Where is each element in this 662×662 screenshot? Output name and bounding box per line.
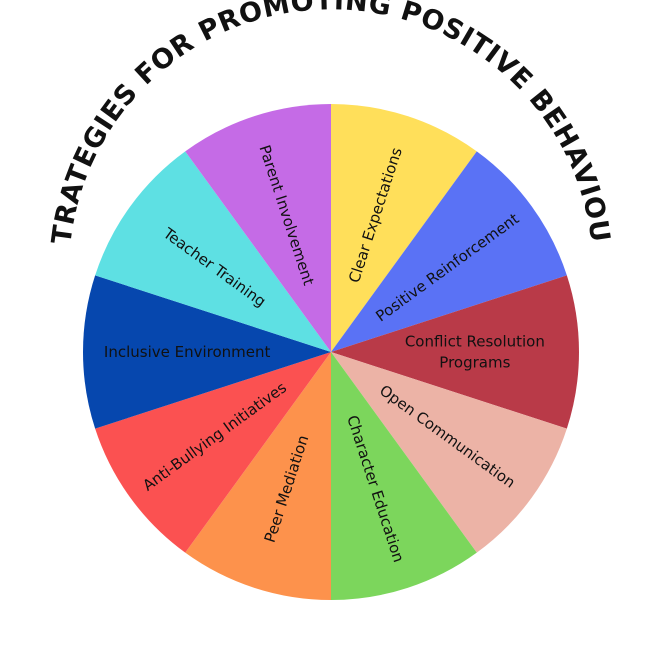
segment-conflict-resolution-programs <box>331 275 579 429</box>
segment-peer-mediation <box>185 352 331 600</box>
label-inclusive-environment: Inclusive Environment <box>104 343 271 361</box>
label-line: Inclusive Environment <box>104 343 271 361</box>
segment-positive-reinforcement <box>331 151 567 352</box>
segment-inclusive-environment <box>83 275 331 429</box>
wheel-segments <box>83 104 579 600</box>
segment-open-communication <box>331 352 567 553</box>
label-line: Programs <box>439 354 510 372</box>
segment-anti-bullying-initiatives <box>95 352 331 553</box>
segment-parent-involvement <box>185 104 331 352</box>
segment-clear-expectations <box>331 104 477 352</box>
label-line: Conflict Resolution <box>405 333 545 351</box>
segment-character-education <box>331 352 477 600</box>
segment-teacher-training <box>95 151 331 352</box>
